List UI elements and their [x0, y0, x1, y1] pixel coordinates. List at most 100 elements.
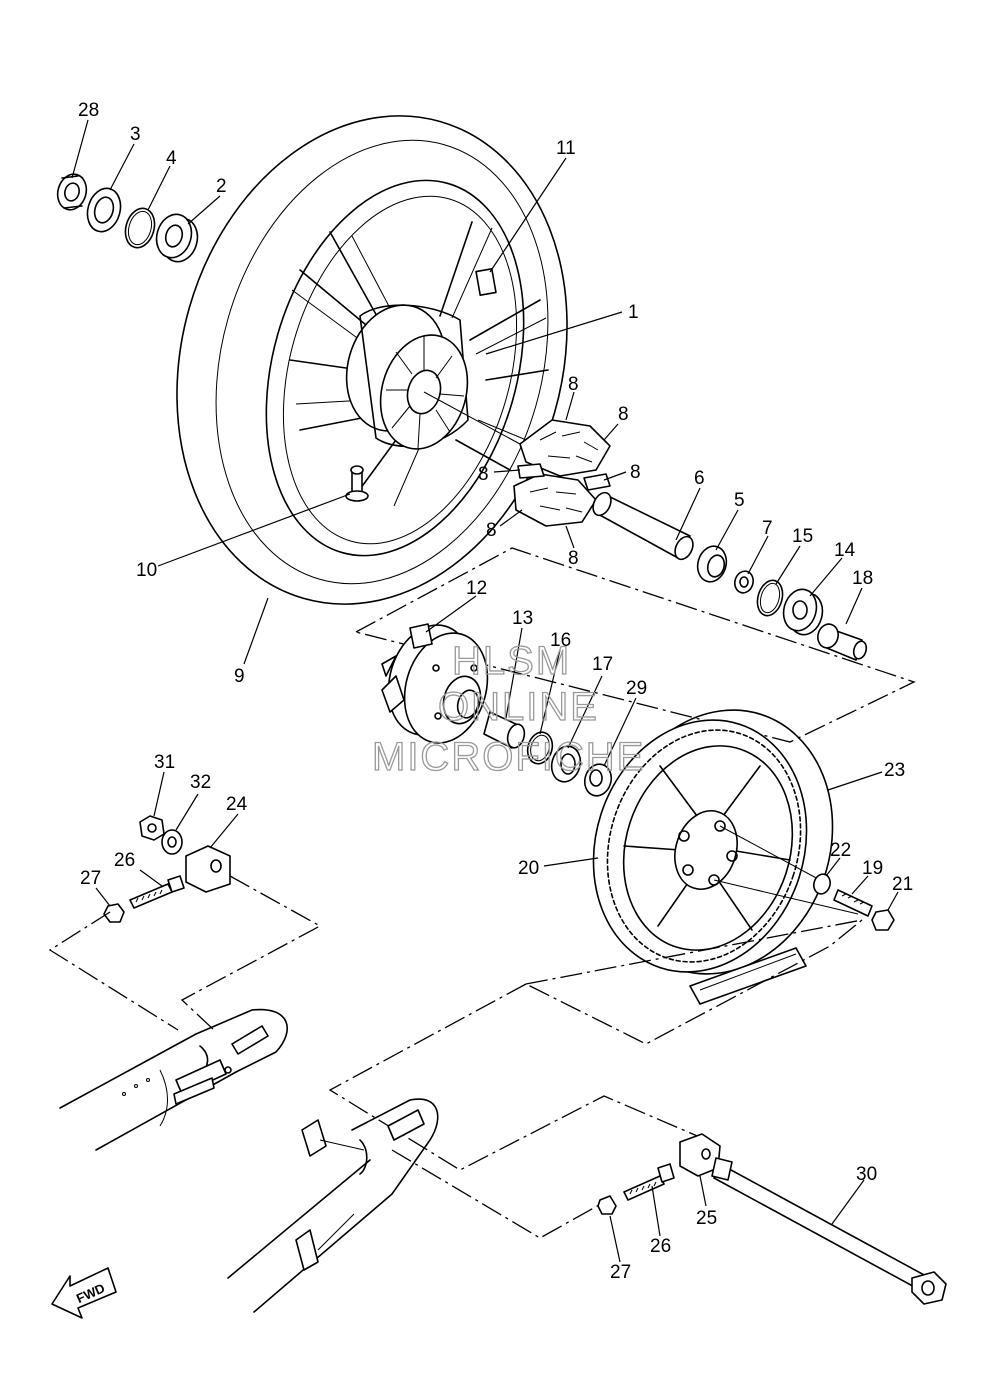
callout-30: 30 — [856, 1164, 877, 1185]
callout-24: 24 — [226, 794, 248, 815]
callout-10: 10 — [136, 560, 157, 581]
part-32-washer — [161, 829, 183, 855]
callout-31: 31 — [154, 752, 175, 773]
part-7-collar — [734, 570, 754, 594]
wheel-spokes — [289, 221, 549, 501]
assembly-frame-hub — [354, 547, 916, 743]
swingarm-left — [59, 1008, 288, 1151]
callout-3: 3 — [130, 124, 141, 145]
part-16-circlip — [526, 731, 554, 765]
hub-bore — [406, 369, 442, 415]
pulley-spokes — [623, 765, 791, 931]
damper-bottom-block — [513, 473, 597, 527]
callout-15: 15 — [792, 526, 813, 547]
pulley-hub-group — [381, 623, 613, 797]
tire-sidewall — [215, 139, 549, 585]
rim-lip — [282, 195, 518, 545]
callout-32: 32 — [190, 772, 211, 793]
part-6-spacer-tube — [592, 491, 694, 561]
callout-4: 4 — [166, 148, 177, 169]
right-adjuster-parts — [597, 1133, 721, 1215]
part-5-oil-seal — [696, 545, 728, 583]
callout-16: 16 — [550, 630, 571, 651]
part-26-bolt-left — [129, 883, 173, 909]
watermark-line-3: MICROFICHE — [372, 735, 645, 779]
callout-28: 28 — [78, 100, 99, 121]
part-28-collar — [56, 173, 88, 211]
part-4-circlip — [124, 207, 156, 249]
hub-ribs — [386, 336, 465, 449]
balance-weight — [475, 267, 497, 297]
part-26-bolt-right — [623, 1175, 665, 1201]
callout-8-a: 8 — [568, 374, 579, 395]
callout-7: 7 — [762, 518, 773, 539]
callout-1: 1 — [628, 302, 639, 323]
part-18-collar — [817, 623, 868, 661]
part-21-nut — [871, 909, 895, 931]
part-15-circlip — [756, 579, 784, 617]
belt-strand — [689, 947, 807, 1005]
part-19-bolt — [833, 889, 873, 917]
part-27-nut-left — [103, 903, 125, 923]
callout-13: 13 — [512, 608, 533, 629]
right-axle-stack — [592, 491, 868, 661]
leader-lines — [71, 119, 899, 1263]
pulley-teeth-ring — [606, 729, 802, 963]
rear-pulley-and-belt — [592, 709, 859, 1005]
swingarm-bracket-top — [301, 1119, 327, 1157]
callout-5: 5 — [734, 490, 745, 511]
callout-21: 21 — [892, 874, 913, 895]
callout-14: 14 — [834, 540, 856, 561]
callout-8-f: 8 — [568, 548, 579, 569]
callout-8-b: 8 — [618, 404, 629, 425]
tire-outer — [176, 115, 568, 605]
damper-small-left — [517, 463, 545, 479]
callout-17: 17 — [592, 654, 613, 675]
part-12-clutch-hub — [381, 623, 489, 744]
part-31-nut — [139, 815, 165, 841]
swingarm-bracket-bottom — [295, 1229, 319, 1271]
left-adjuster-parts — [103, 815, 231, 923]
callout-numbers: 28 3 4 2 11 1 8 8 8 8 8 8 6 5 7 15 14 18… — [78, 100, 913, 1283]
callout-27-lower: 27 — [610, 1262, 631, 1283]
callout-27-upper: 27 — [80, 868, 101, 889]
part-22-washer — [813, 873, 831, 895]
part-24-adjuster-plate — [185, 845, 231, 893]
callout-6: 6 — [694, 468, 705, 489]
callout-29: 29 — [626, 678, 647, 699]
callout-11: 11 — [556, 138, 576, 159]
callout-12: 12 — [466, 578, 487, 599]
fwd-arrow: FWD — [51, 1267, 117, 1319]
assembly-frame-left — [180, 875, 322, 1031]
damper-small-right — [583, 473, 611, 491]
part-13-bearing — [483, 711, 526, 749]
part-2-bearing — [155, 213, 199, 263]
part-29-collar — [583, 763, 613, 797]
part-17-oil-seal — [550, 745, 582, 783]
swingarm-right — [227, 1098, 439, 1313]
callout-26-upper: 26 — [114, 850, 135, 871]
fwd-arrow-icon — [51, 1267, 117, 1319]
callout-8-d: 8 — [630, 462, 641, 483]
part-30-rear-axle — [711, 1157, 947, 1305]
callout-23: 23 — [884, 760, 905, 781]
callout-22: 22 — [830, 840, 851, 861]
assembly-frame-pulley — [523, 919, 863, 1045]
callout-25: 25 — [696, 1208, 717, 1229]
pulley-fasteners — [813, 873, 895, 931]
pulley-inner — [622, 745, 794, 951]
watermark: HLSM ONLINE MICROFICHE — [371, 638, 645, 779]
part-27-nut-right — [597, 1195, 617, 1215]
hub-body — [359, 304, 469, 448]
callout-8-c: 8 — [478, 464, 489, 485]
callout-26-lower: 26 — [650, 1236, 671, 1257]
tire-inner — [265, 179, 525, 557]
part-3-oil-seal — [86, 187, 122, 233]
callout-18: 18 — [852, 568, 873, 589]
callout-19: 19 — [862, 858, 883, 879]
left-bearing-stack — [56, 173, 199, 263]
callout-8-e: 8 — [486, 520, 497, 541]
callout-20: 20 — [518, 858, 539, 879]
